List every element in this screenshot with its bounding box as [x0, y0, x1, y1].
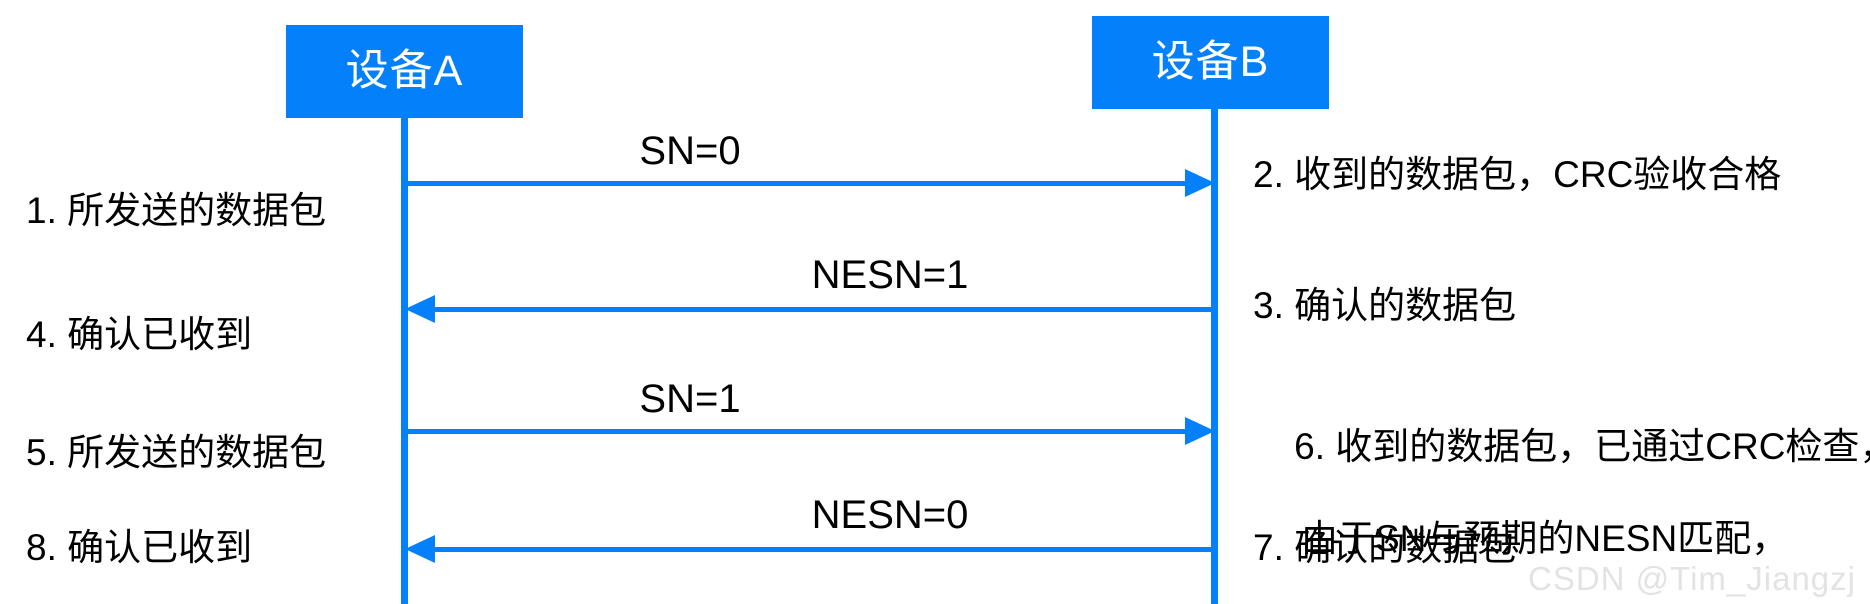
arrowhead-left-icon: [405, 535, 435, 563]
annotation-right-3: 3. 确认的数据包: [1253, 285, 1517, 326]
actor-box-device-a: 设备A: [286, 25, 523, 118]
arrowhead-right-icon: [1185, 417, 1215, 445]
message-line-nesn1: [435, 307, 1215, 312]
message-line-nesn0: [435, 547, 1215, 552]
message-label-sn0: SN=0: [639, 129, 741, 173]
csdn-watermark: CSDN @Tim_Jiangzj: [1527, 560, 1856, 597]
annotation-right-6-line2: 由于SN与预期的NESN匹配，: [1301, 517, 1789, 559]
actor-label-device-a: 设备A: [345, 47, 464, 95]
lifeline-device-b: [1211, 109, 1218, 604]
annotation-right-2: 2. 收到的数据包，CRC验收合格: [1253, 154, 1782, 195]
message-label-sn1: SN=1: [639, 377, 741, 421]
arrowhead-right-icon: [1185, 169, 1215, 197]
annotation-right-7: 7. 确认的数据包: [1253, 527, 1517, 568]
message-label-nesn1: NESN=1: [811, 253, 969, 297]
message-line-sn0: [405, 181, 1185, 186]
message-label-nesn0: NESN=0: [811, 493, 969, 537]
actor-box-device-b: 设备B: [1092, 16, 1329, 109]
annotation-right-6: 6. 收到的数据包，已通过CRC检查， 由于SN与预期的NESN匹配， 因此确定…: [1253, 378, 1870, 604]
message-line-sn1: [405, 429, 1185, 434]
annotation-right-6-line1: 6. 收到的数据包，已通过CRC检查，: [1294, 425, 1870, 467]
lifeline-device-a: [401, 118, 408, 604]
arrowhead-left-icon: [405, 295, 435, 323]
actor-label-device-b: 设备B: [1151, 38, 1270, 86]
annotation-left-1: 1. 所发送的数据包: [26, 190, 327, 231]
annotation-left-8: 8. 确认已收到: [26, 527, 253, 568]
annotation-left-4: 4. 确认已收到: [26, 314, 253, 355]
annotation-left-5: 5. 所发送的数据包: [26, 432, 327, 473]
